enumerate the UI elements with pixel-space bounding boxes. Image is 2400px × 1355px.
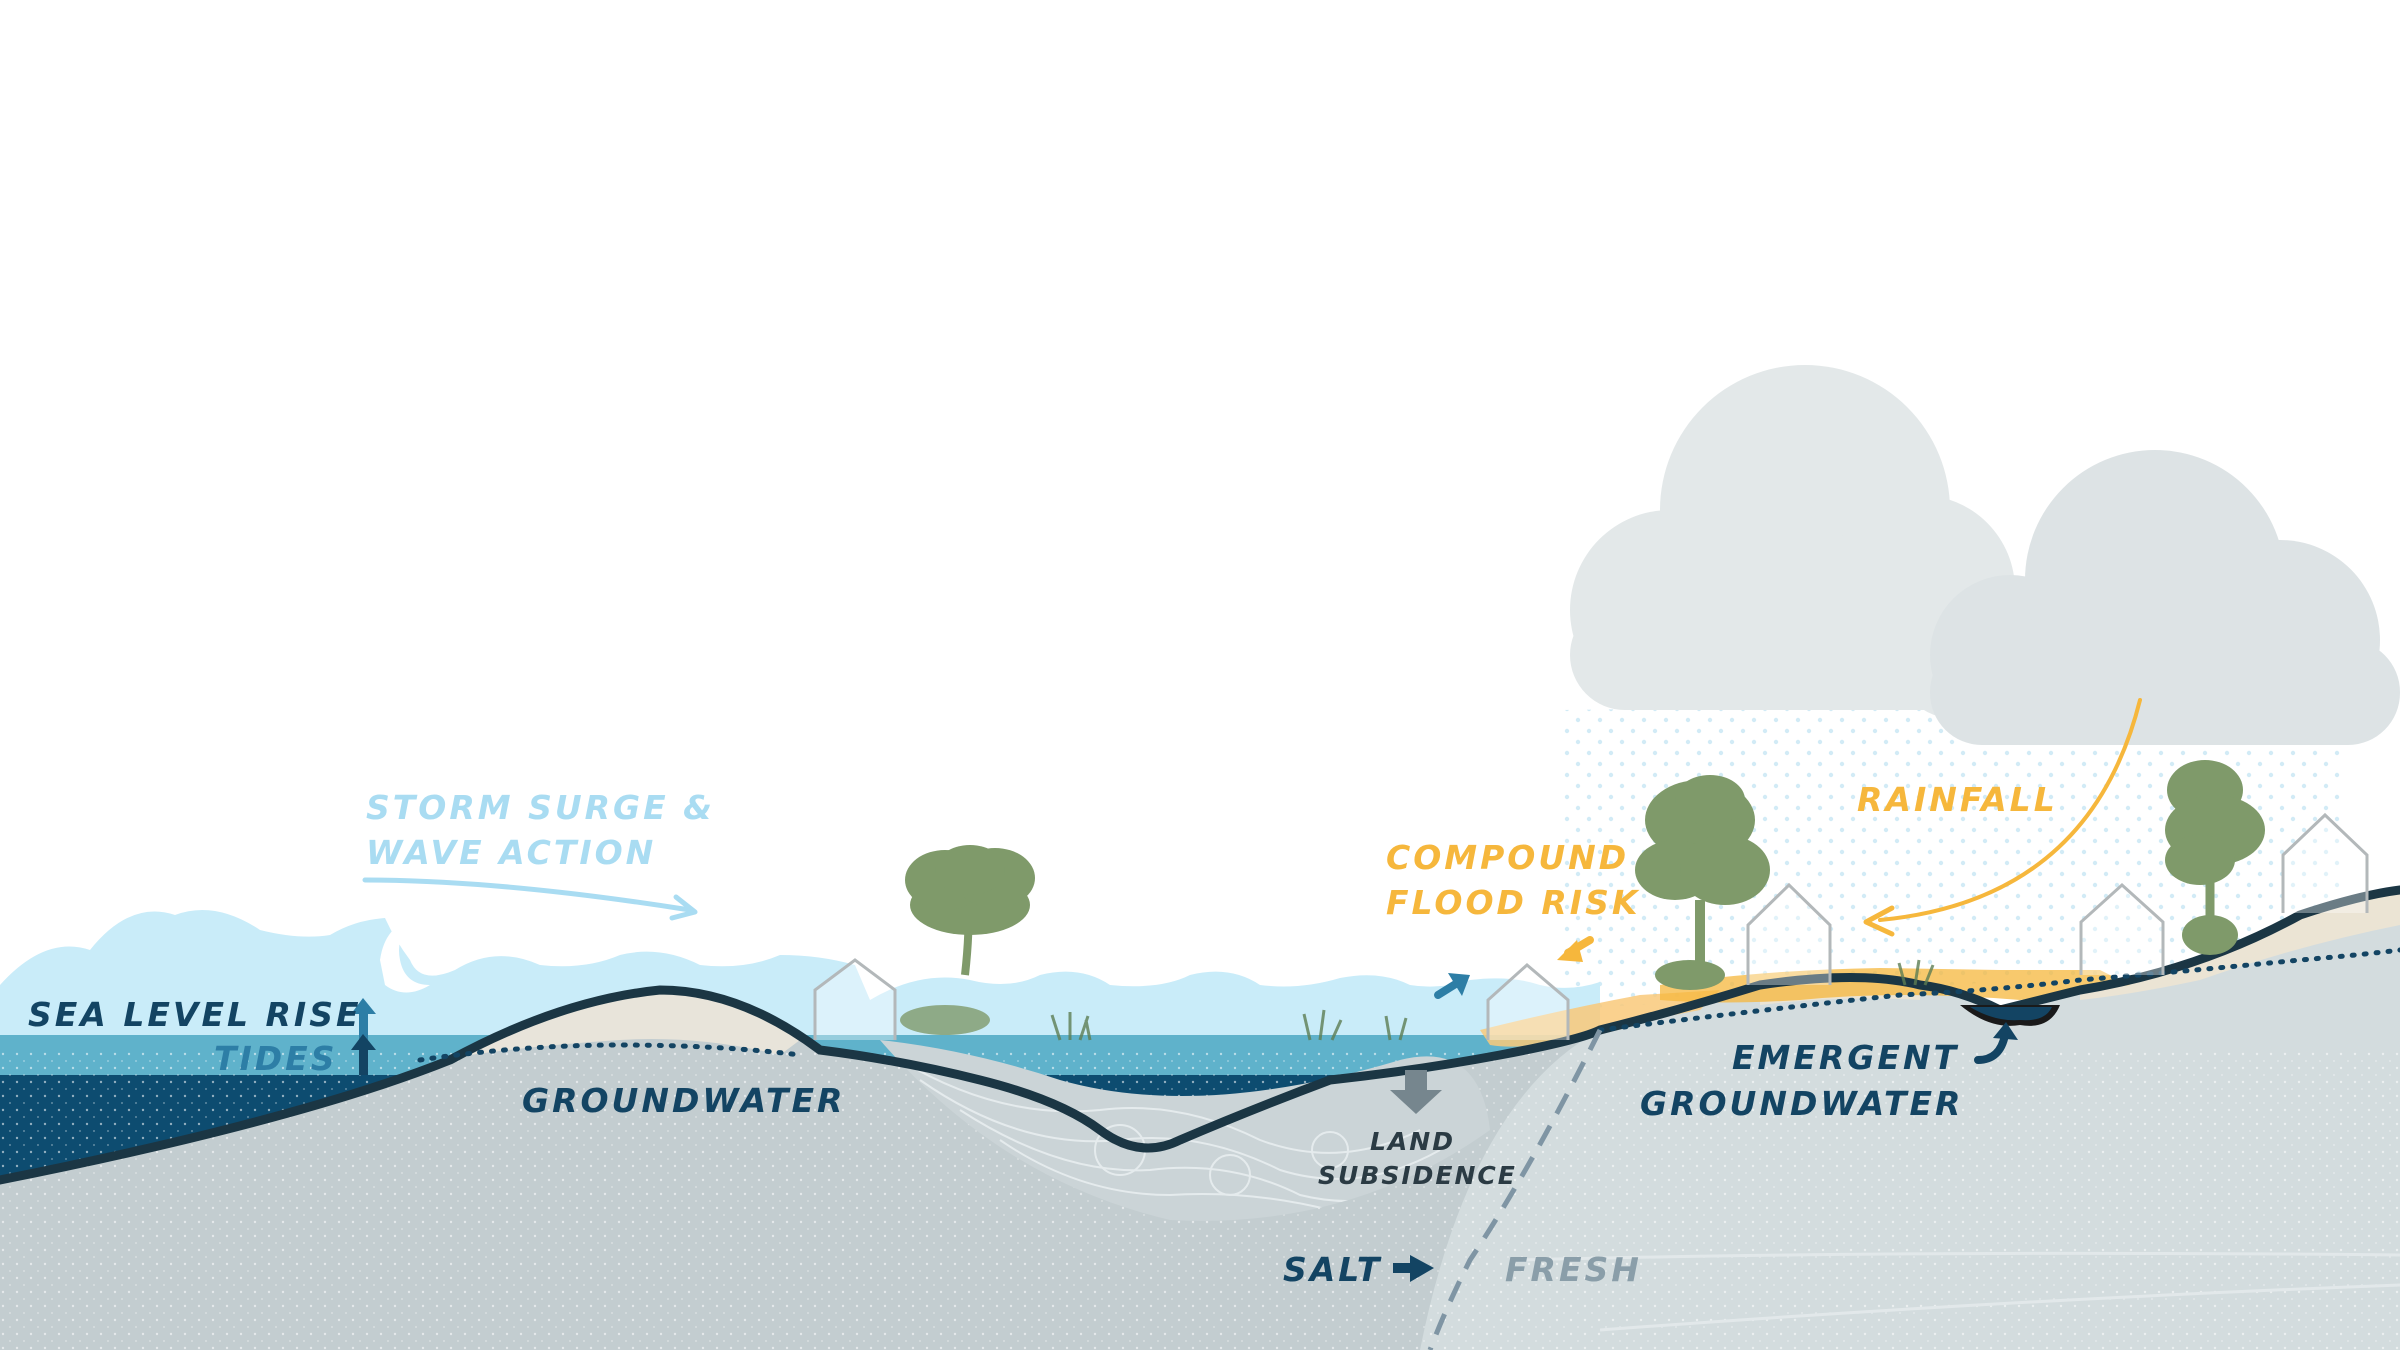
tide-arrow-icon: [351, 1034, 376, 1075]
palm-tree: [900, 845, 1035, 1035]
label-fresh: FRESH: [1505, 1250, 1642, 1289]
subsidence-lens: [880, 1040, 1490, 1221]
label-land-1: LAND: [1370, 1127, 1455, 1156]
label-emergent-1: EMERGENT: [1732, 1038, 1960, 1077]
label-land-2: SUBSIDENCE: [1318, 1161, 1517, 1190]
label-compound-2: FLOOD RISK: [1386, 883, 1641, 922]
label-groundwater: GROUNDWATER: [522, 1081, 846, 1120]
salt-arrow-icon: [1393, 1255, 1434, 1282]
storm-surge-waves: [0, 910, 1600, 1045]
terrain-ridge: [0, 885, 2400, 1185]
rain-arrow-icon: [1878, 698, 2142, 922]
breaking-wave: [380, 918, 430, 993]
flood-water: [1480, 990, 1720, 1047]
tree-right: [2165, 760, 2265, 955]
salt-fresh-boundary: [1427, 1028, 1603, 1351]
label-compound-1: COMPOUND: [1386, 838, 1630, 877]
label-rainfall: RAINFALL: [1857, 780, 2058, 819]
sea-rise-arrow-icon: [351, 998, 376, 1040]
groundwater-line: [417, 947, 2400, 1063]
label-storm-surge-1: STORM SURGE &: [366, 788, 715, 827]
emergent-arrow-icon: [1974, 1031, 2009, 1064]
cloud-left: [1570, 365, 2030, 720]
marsh-grass: [1050, 959, 1935, 1041]
label-emergent-2: GROUNDWATER: [1640, 1084, 1964, 1123]
cloud-right: [1930, 450, 2400, 745]
rain-region: [1560, 700, 2340, 1010]
label-storm-surge-2: WAVE ACTION: [366, 833, 657, 872]
subsidence-arrow-icon: [1390, 1070, 1442, 1114]
label-salt: SALT: [1283, 1250, 1383, 1289]
label-tides: TIDES: [214, 1039, 338, 1078]
label-sea-level-rise: SEA LEVEL RISE: [28, 995, 362, 1034]
storm-arrow-icon: [362, 877, 693, 913]
house-outlines: [813, 812, 2369, 1040]
dune-sand: [470, 990, 800, 1055]
tree-middle: [1635, 775, 1770, 990]
